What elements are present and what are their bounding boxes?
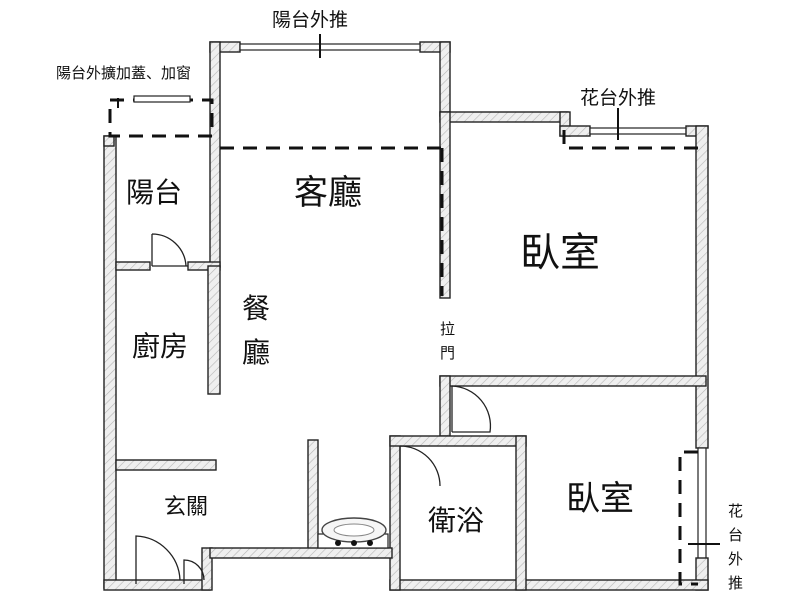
entry-door-swing — [135, 535, 181, 584]
planter-extend-top-label: 花台外推 — [580, 87, 656, 109]
labels: 陽台外推 陽台外擴加蓋、加窗 花台外推 客廳 臥室 陽台 廚房 餐 廳 拉 門 … — [56, 9, 743, 592]
bathroom-door-swing — [399, 445, 441, 490]
dining-label-1: 餐 — [242, 292, 270, 325]
bedroom-second-label: 臥室 — [566, 479, 634, 519]
bedroom-main-label: 臥室 — [520, 230, 600, 276]
sink-icon — [317, 517, 389, 549]
sliding-door-label-1: 拉 — [440, 320, 455, 338]
bedroom2-door-swing — [451, 385, 492, 433]
extension-lines — [108, 98, 702, 586]
foyer-label: 玄關 — [164, 495, 208, 520]
living-room-label: 客廳 — [294, 173, 362, 213]
planter-side-label-4: 推 — [728, 574, 743, 592]
bathroom-label: 衛浴 — [428, 504, 484, 537]
dining-label-2: 廳 — [242, 336, 270, 369]
expansion-window — [133, 95, 191, 103]
walls — [103, 41, 709, 591]
balcony-room-label: 陽台 — [126, 176, 182, 209]
kitchen-label: 廚房 — [132, 330, 188, 363]
balcony-expand-label: 陽台外擴加蓋、加窗 — [56, 64, 191, 82]
planter-side-label-1: 花 — [728, 502, 743, 520]
balcony-door-swing — [151, 233, 187, 267]
doors — [135, 233, 492, 584]
planter-side-label-2: 台 — [728, 526, 743, 544]
planter-side-label-3: 外 — [728, 550, 743, 568]
balcony-extend-label: 陽台外推 — [272, 9, 348, 31]
sliding-door-label-2: 門 — [440, 344, 455, 362]
